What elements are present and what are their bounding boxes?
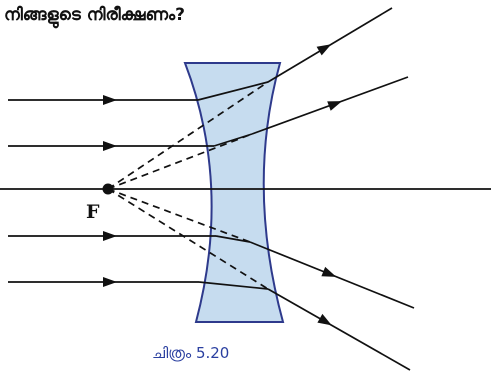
incident-ray-1 xyxy=(8,95,198,105)
focus-point xyxy=(102,183,114,195)
concave-lens xyxy=(183,62,285,323)
figure-caption: ചിത്രം 5.20 xyxy=(152,344,229,362)
virtual-ray-3 xyxy=(107,188,251,243)
focus-label: F xyxy=(86,201,100,223)
refracted-ray-4 xyxy=(198,281,411,371)
incident-ray-3 xyxy=(8,231,216,241)
incident-ray-2 xyxy=(8,141,214,151)
refracted-ray-3 xyxy=(215,235,415,309)
incident-ray-4 xyxy=(8,277,199,287)
virtual-ray-2 xyxy=(107,133,253,190)
virtual-ray-4 xyxy=(107,188,269,290)
refracted-ray-1 xyxy=(197,7,393,101)
figure-heading: നിങ്ങളുടെ നിരീക്ഷണം? xyxy=(4,5,185,29)
virtual-ray-1 xyxy=(107,81,269,190)
